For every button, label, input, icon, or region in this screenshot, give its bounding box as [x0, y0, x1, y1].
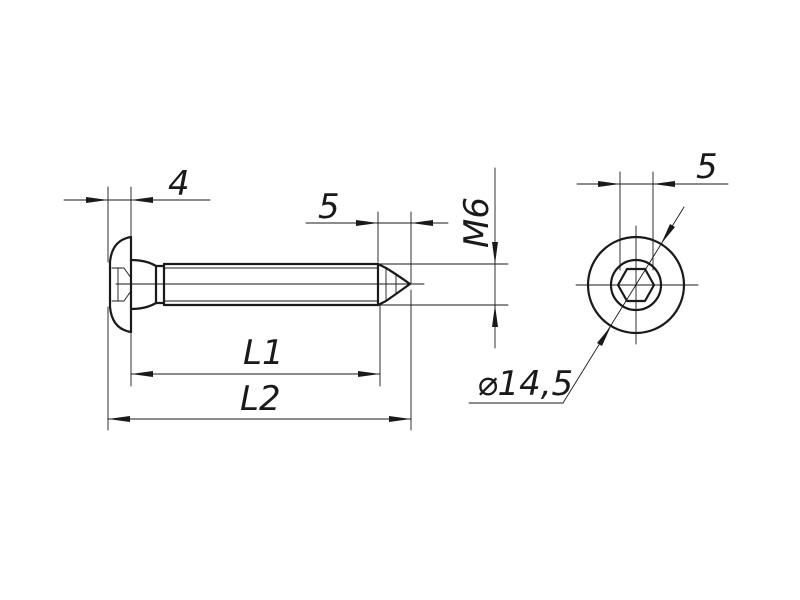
arrow-diameter-top — [661, 224, 675, 244]
arrow-head-left — [86, 197, 108, 203]
arrow-tip-left — [356, 220, 378, 226]
dimension-head-diameter: ⌀14,5 — [468, 206, 685, 404]
dimension-thread: M6 — [377, 167, 509, 349]
arrow-tip-right — [411, 220, 433, 226]
l1-label: L1 — [243, 333, 284, 373]
arrow-thread-top — [492, 242, 498, 264]
head-dome — [108, 235, 133, 334]
arrow-l2-right — [389, 416, 411, 422]
arrow-hex-right — [653, 181, 675, 187]
head-height-label: 4 — [168, 164, 190, 204]
l2-label: L2 — [240, 379, 281, 419]
head-socket-profile — [111, 267, 132, 302]
hex-socket-label: 5 — [696, 147, 718, 187]
arrow-thread-bottom — [492, 305, 498, 327]
bolt-end-view — [575, 225, 699, 345]
dimension-l1: L1 — [130, 304, 381, 387]
arrow-diameter-bottom — [597, 326, 611, 346]
arrow-hex-left — [598, 181, 620, 187]
neck — [129, 258, 158, 311]
arrow-l1-left — [131, 371, 153, 377]
arrow-l2-left — [108, 416, 130, 422]
dimension-head-height: 4 — [63, 164, 211, 263]
tip-length-label: 5 — [318, 187, 340, 227]
arrow-l1-right — [358, 371, 380, 377]
tip — [376, 262, 412, 307]
arrow-head-right — [131, 197, 153, 203]
bolt-side-view — [108, 235, 425, 334]
dimension-tip-length: 5 — [305, 187, 449, 285]
dimension-hex-socket: 5 — [576, 147, 729, 271]
dimension-l2: L2 — [107, 289, 412, 431]
thread-label: M6 — [457, 197, 497, 248]
head-diameter-label: ⌀14,5 — [477, 364, 573, 404]
